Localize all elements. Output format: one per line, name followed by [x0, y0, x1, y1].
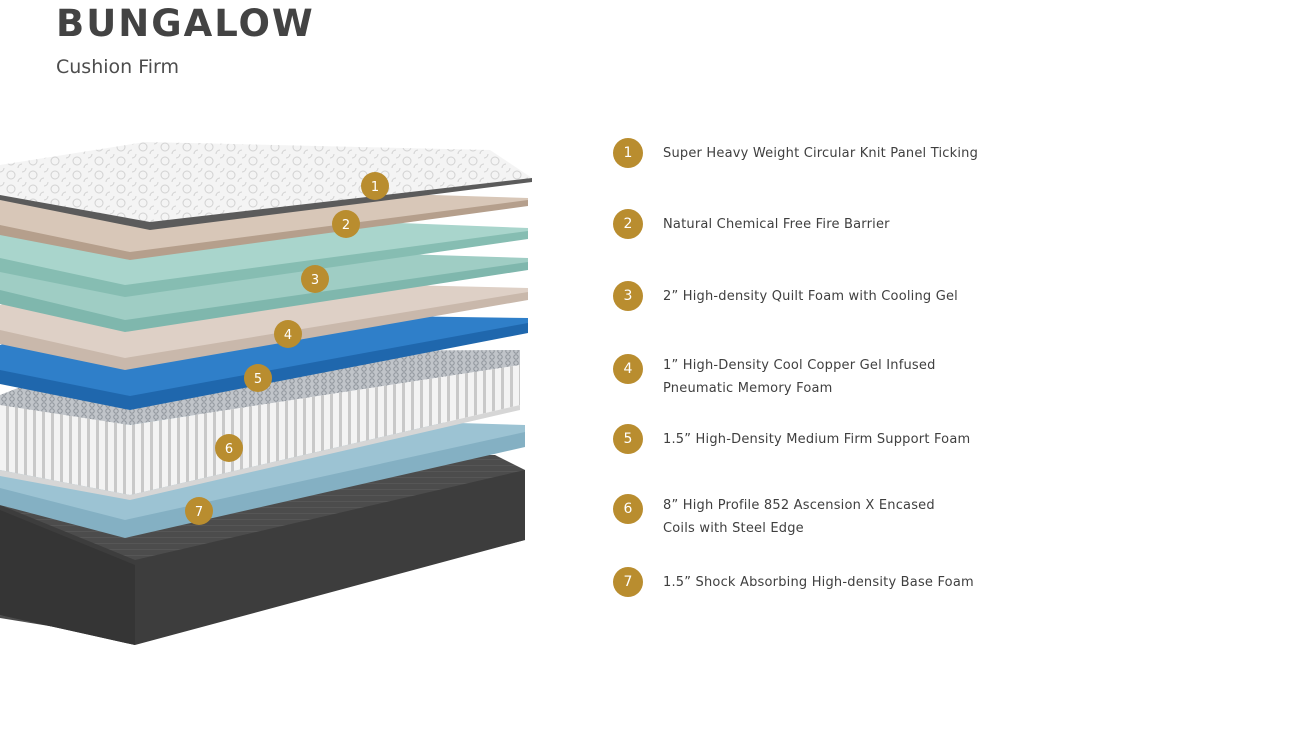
legend-label-3: 2” High-density Quilt Foam with Cooling … — [663, 288, 958, 304]
badge-7: 7 — [185, 497, 213, 525]
svg-text:1: 1 — [371, 180, 379, 195]
legend-badge-3: 3 — [613, 281, 643, 311]
layer-legend: 1 Super Heavy Weight Circular Knit Panel… — [613, 0, 1113, 731]
legend-label-7: 1.5” Shock Absorbing High-density Base F… — [663, 574, 974, 590]
svg-text:4: 4 — [284, 328, 292, 343]
legend-label-6: 8” High Profile 852 Ascension X Encased … — [663, 498, 935, 536]
svg-text:5: 5 — [254, 372, 262, 387]
layer-1-quilted-top — [0, 142, 532, 230]
legend-label-5: 1.5” High-Density Medium Firm Support Fo… — [663, 431, 971, 447]
badge-2: 2 — [332, 210, 360, 238]
legend-item-2: 2 Natural Chemical Free Fire Barrier — [613, 209, 890, 239]
legend-badge-4: 4 — [613, 354, 643, 384]
svg-text:6: 6 — [225, 442, 233, 457]
mattress-layers-illustration: 1 2 3 4 5 6 7 — [0, 142, 532, 645]
legend-label-1: Super Heavy Weight Circular Knit Panel T… — [663, 145, 979, 161]
product-firmness: Cushion Firm — [56, 56, 180, 78]
svg-text:3: 3 — [311, 273, 319, 288]
svg-text:7: 7 — [195, 505, 203, 520]
legend-item-4: 4 1” High-Density Cool Copper Gel Infuse… — [613, 354, 936, 400]
legend-badge-5: 5 — [613, 424, 643, 454]
badge-3: 3 — [301, 265, 329, 293]
legend-item-6: 6 8” High Profile 852 Ascension X Encase… — [613, 494, 935, 540]
badge-4: 4 — [274, 320, 302, 348]
legend-item-1: 1 Super Heavy Weight Circular Knit Panel… — [613, 138, 978, 168]
svg-text:2: 2 — [342, 218, 350, 233]
badge-6: 6 — [215, 434, 243, 462]
legend-label-4: 1” High-Density Cool Copper Gel Infused … — [663, 358, 936, 396]
legend-item-5: 5 1.5” High-Density Medium Firm Support … — [613, 424, 970, 454]
legend-badge-6: 6 — [613, 494, 643, 524]
legend-item-7: 7 1.5” Shock Absorbing High-density Base… — [613, 567, 974, 597]
product-name: BUNGALOW — [56, 2, 315, 45]
badge-5: 5 — [244, 364, 272, 392]
legend-badge-2: 2 — [613, 209, 643, 239]
legend-badge-7: 7 — [613, 567, 643, 597]
badge-1: 1 — [361, 172, 389, 200]
legend-badge-1: 1 — [613, 138, 643, 168]
legend-item-3: 3 2” High-density Quilt Foam with Coolin… — [613, 281, 958, 311]
legend-label-2: Natural Chemical Free Fire Barrier — [663, 216, 890, 232]
